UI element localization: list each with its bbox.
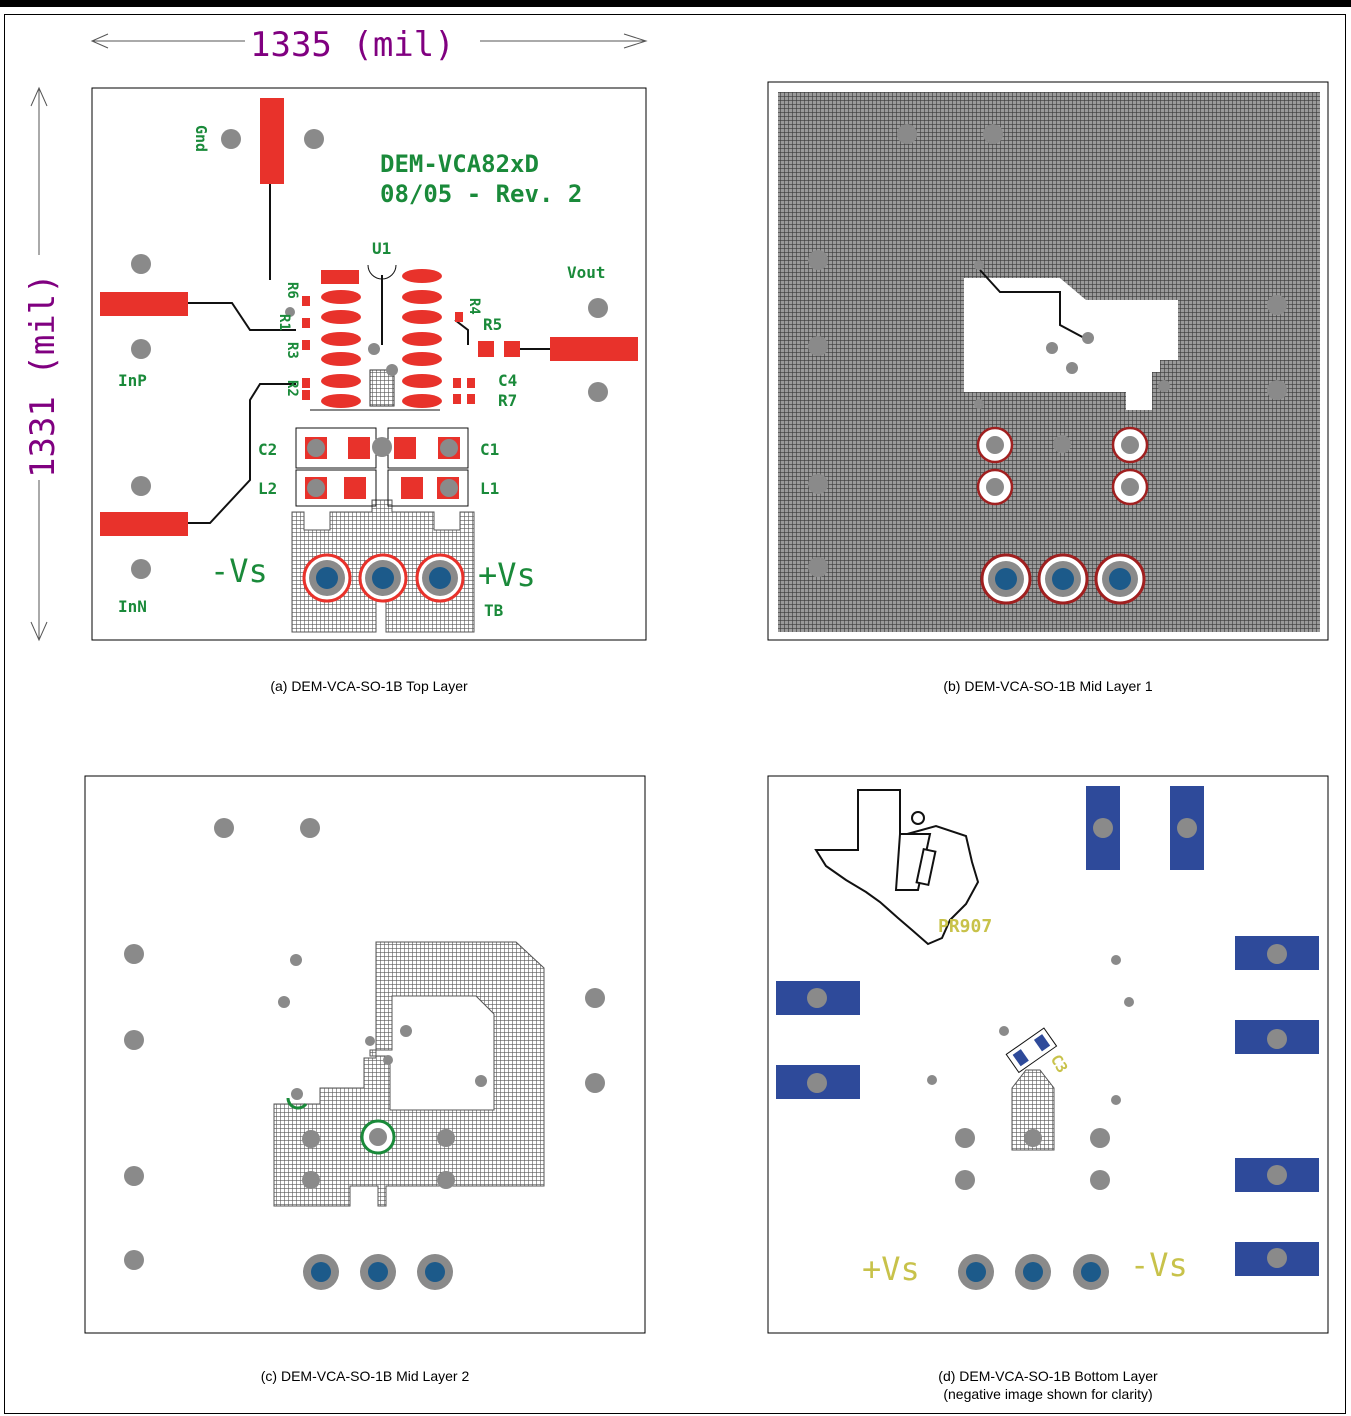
caption-panel-b: (b) DEM-VCA-SO-1B Mid Layer 1 — [943, 678, 1153, 694]
label-r6: R6 — [284, 282, 300, 299]
label-c4: C4 — [498, 371, 517, 390]
label-r4: R4 — [466, 298, 482, 315]
label-pr907: PR907 — [938, 916, 992, 937]
label-pos-vs: +Vs — [478, 556, 536, 594]
height-dimension — [30, 86, 48, 642]
label-r2: R2 — [284, 380, 300, 397]
label-bottom-pos-vs: +Vs — [862, 1250, 920, 1288]
label-tb: TB — [484, 601, 504, 620]
caption-panel-d-line-2: (negative image shown for clarity) — [943, 1386, 1153, 1402]
label-vout: Vout — [567, 263, 606, 282]
label-l1: L1 — [480, 479, 499, 498]
caption-panel-a: (a) DEM-VCA-SO-1B Top Layer — [270, 678, 468, 694]
label-c1: C1 — [480, 440, 499, 459]
label-inn: InN — [118, 597, 147, 616]
label-gnd: Gnd — [192, 125, 210, 152]
label-r1: R1 — [276, 314, 292, 331]
width-dimension — [90, 33, 648, 49]
caption-panel-c: (c) DEM-VCA-SO-1B Mid Layer 2 — [260, 1368, 470, 1384]
label-neg-vs: -Vs — [210, 552, 268, 590]
label-r7: R7 — [498, 391, 517, 410]
width-dimension-label: 1335 (mil) — [250, 25, 455, 65]
label-bottom-neg-vs: -Vs — [1130, 1246, 1188, 1284]
label-u1: U1 — [372, 239, 391, 258]
label-l2: L2 — [258, 479, 277, 498]
caption-panel-d-line-1: (d) DEM-VCA-SO-1B Bottom Layer — [938, 1368, 1158, 1384]
height-dimension-label: 1331 (mil) — [23, 273, 63, 478]
figure-frame — [4, 14, 1346, 1414]
top-rule — [0, 0, 1351, 7]
panel-c-mid-layer-2 — [84, 775, 646, 1334]
label-r3: R3 — [284, 342, 300, 359]
panel-a-top-layer — [91, 87, 647, 641]
board-title-line-1: DEM-VCA82xD — [380, 150, 539, 178]
label-inp: InP — [118, 371, 147, 390]
label-c2: C2 — [258, 440, 277, 459]
panel-b-mid-layer-1 — [767, 81, 1329, 641]
board-title-line-2: 08/05 - Rev. 2 — [380, 180, 582, 208]
panel-d-bottom-layer — [767, 775, 1329, 1334]
label-r5: R5 — [483, 315, 502, 334]
